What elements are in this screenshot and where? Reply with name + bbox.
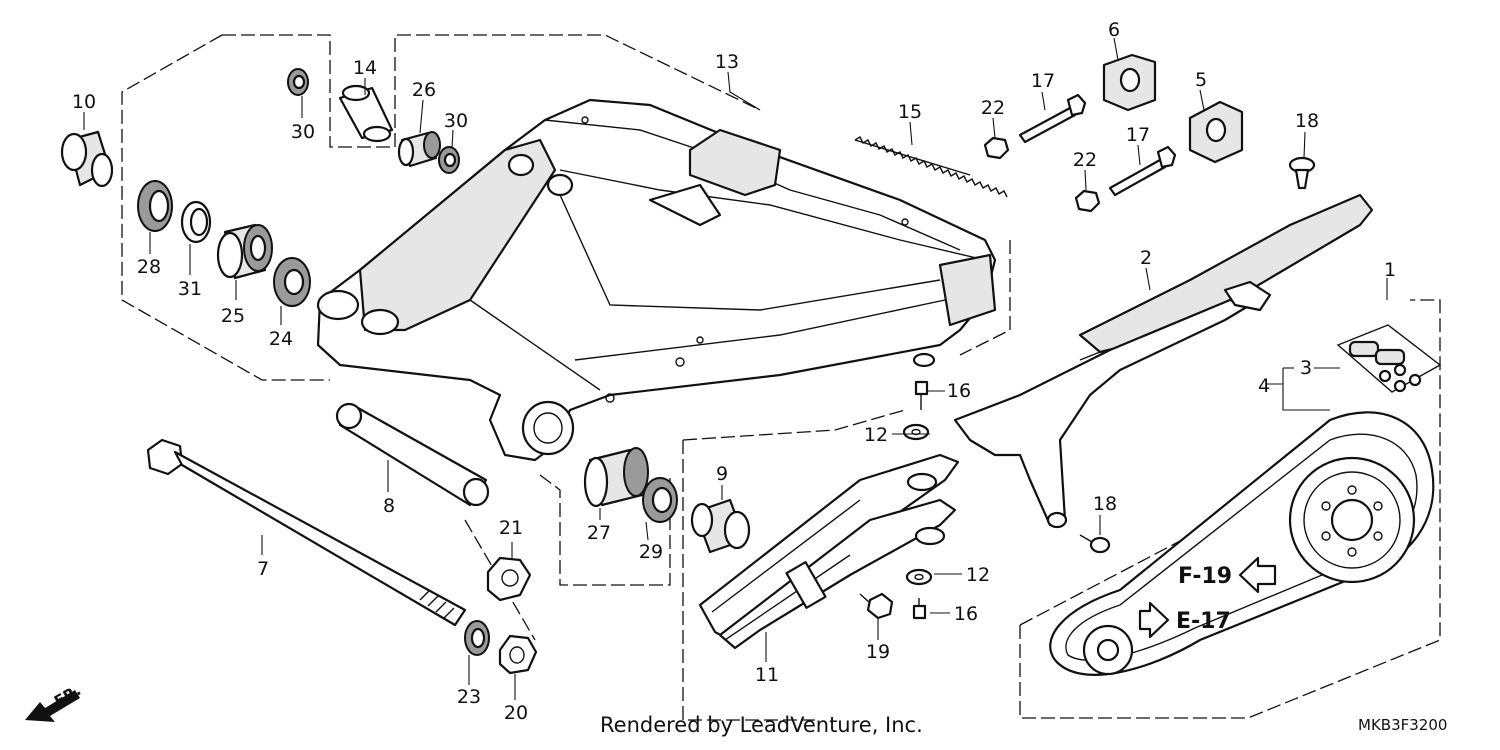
rendered-by-footer: Rendered by LeadVenture, Inc.: [600, 713, 923, 737]
callout-15: 15: [898, 101, 922, 123]
washer-12-lower: [905, 568, 933, 586]
bolt-17-lower: [1108, 145, 1177, 197]
callout-19: 19: [866, 641, 890, 663]
callout-8: 8: [383, 495, 395, 517]
callout-30-upper: 30: [291, 121, 315, 143]
seal-29: [642, 477, 678, 523]
callout-14: 14: [353, 57, 377, 79]
callout-11: 11: [755, 664, 779, 686]
callout-9: 9: [716, 463, 728, 485]
nut-22-lower: [1074, 189, 1101, 213]
ref-arrow-e17: [1138, 601, 1170, 639]
pivot-bushing-collar: [60, 130, 114, 188]
chain-joint-3: [1336, 324, 1442, 393]
callout-25: 25: [221, 305, 245, 327]
screw-18-upper: [1288, 156, 1316, 190]
collar-9: [690, 498, 751, 554]
bolt-19: [859, 592, 894, 620]
callout-numbers: 1 2 3 4 5 6 7 8 9 10 11 12 12 13 14 15 1…: [72, 19, 1396, 724]
pivot-collar-8: [335, 402, 490, 507]
adjuster-block-5: [1188, 100, 1244, 164]
pivot-bolt-7: [146, 438, 467, 627]
needle-bearing-26: [397, 131, 441, 168]
callout-12-lower: 12: [966, 564, 990, 586]
callout-23: 23: [457, 686, 481, 708]
spring-15: [854, 136, 1008, 198]
callout-20: 20: [504, 702, 528, 724]
callout-26: 26: [412, 79, 436, 101]
pivot-ball-bearing: [273, 257, 311, 307]
callout-7: 7: [257, 558, 269, 580]
nut-22-upper: [983, 136, 1010, 160]
callout-18-lower: 18: [1093, 493, 1117, 515]
pivot-nut-20: [498, 634, 538, 675]
washer-12-upper: [902, 423, 930, 441]
callout-21: 21: [499, 517, 523, 539]
adjuster-block-6: [1102, 53, 1157, 112]
ref-label-f19: F-19: [1178, 564, 1232, 589]
callout-17-lower: 17: [1126, 124, 1150, 146]
callout-30-lower: 30: [444, 110, 468, 132]
callout-17-upper: 17: [1031, 70, 1055, 92]
callout-5: 5: [1195, 69, 1207, 91]
swingarm-body: [316, 98, 997, 462]
callout-3: 3: [1300, 357, 1312, 379]
callout-29: 29: [639, 541, 663, 563]
callout-24: 24: [269, 328, 293, 350]
bearing-30-lower: [438, 146, 460, 174]
collar-14: [338, 84, 394, 143]
callout-2: 2: [1140, 247, 1152, 269]
callout-18-upper: 18: [1295, 110, 1319, 132]
group-outlines: [121, 34, 1441, 721]
bolt-16-lower: [912, 598, 927, 620]
bolt-16-upper: [914, 380, 929, 410]
drive-chain-case-2: [953, 193, 1374, 529]
callout-27: 27: [587, 522, 611, 544]
bearing-27: [583, 447, 649, 508]
ref-label-e17: E-17: [1176, 609, 1231, 634]
washer-23: [464, 620, 490, 656]
callout-16-lower: 16: [954, 603, 978, 625]
diagram-code: MKB3F3200: [1358, 716, 1447, 734]
callout-28: 28: [137, 256, 161, 278]
callout-12-upper: 12: [864, 424, 888, 446]
bearing-30-upper: [287, 68, 309, 96]
front-arrow-icon: [25, 690, 80, 722]
callout-6: 6: [1108, 19, 1120, 41]
callout-1: 1: [1384, 259, 1396, 281]
pivot-oil-seal: [137, 180, 173, 232]
callout-22-lower: 22: [1073, 149, 1097, 171]
pivot-nut-21: [486, 556, 532, 602]
callout-31: 31: [178, 278, 202, 300]
ref-arrow-f19: [1238, 556, 1277, 594]
pivot-needle-bearing: [216, 223, 273, 280]
screw-18-lower: [1079, 534, 1111, 554]
chain-slider-11: [698, 453, 960, 650]
callout-16-upper: 16: [947, 380, 971, 402]
drive-chain-1: [1049, 411, 1435, 676]
callout-13: 13: [715, 51, 739, 73]
leader-lines: [83, 37, 1388, 700]
pivot-circlip: [180, 200, 212, 244]
callout-4: 4: [1258, 375, 1270, 397]
bolt-17-upper: [1018, 93, 1087, 144]
callout-10: 10: [72, 91, 96, 113]
callout-22-upper: 22: [981, 97, 1005, 119]
